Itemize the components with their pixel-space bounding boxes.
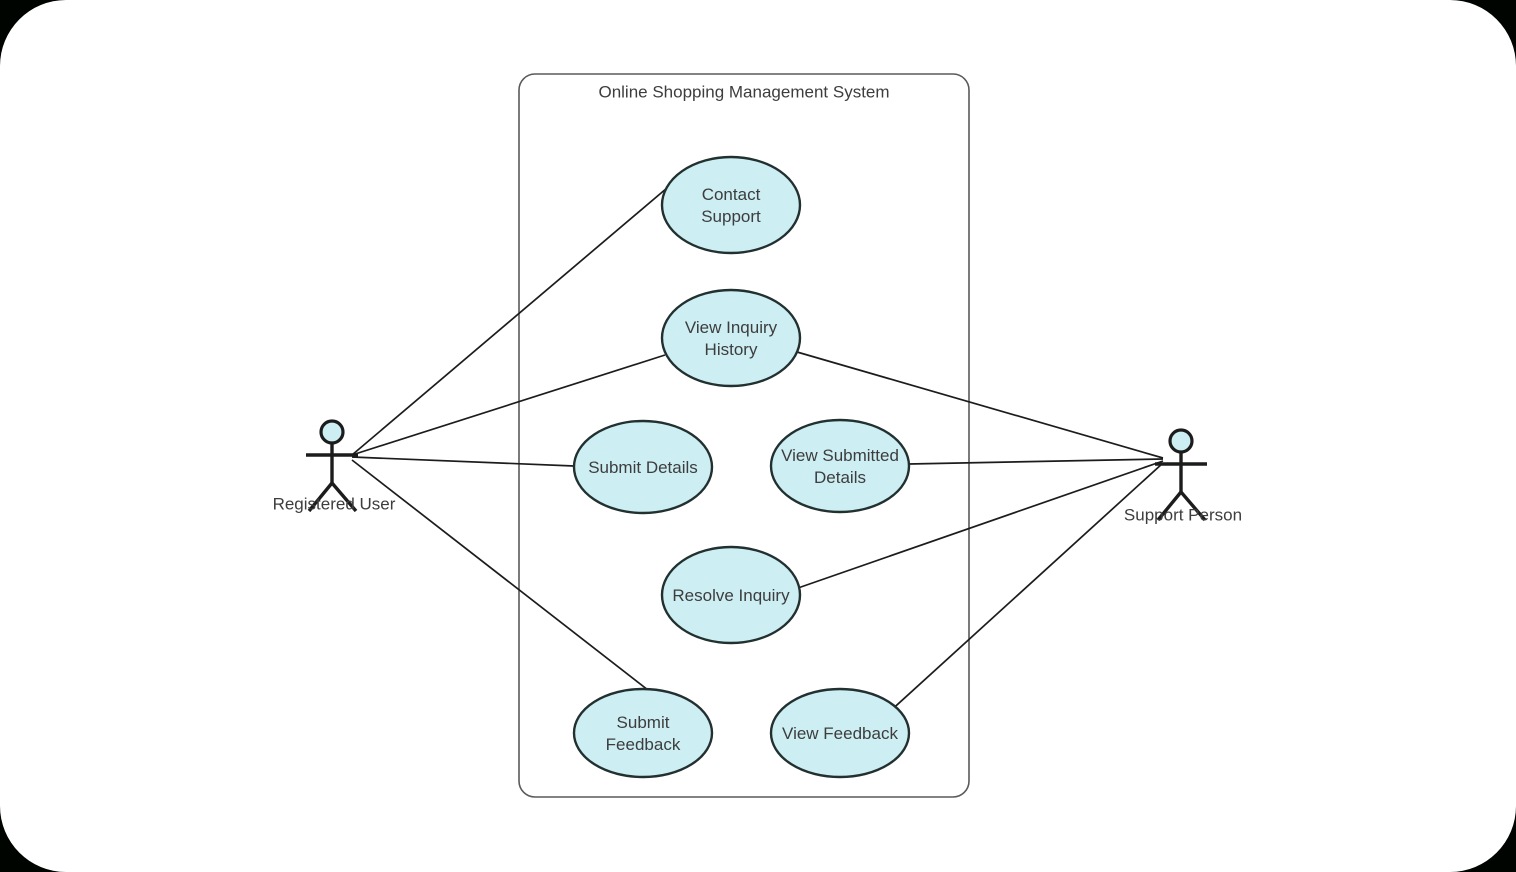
- use-case-label: Submit: [617, 713, 670, 732]
- actor-leg-left: [307, 481, 334, 513]
- system-boundary-title: Online Shopping Management System: [598, 82, 889, 101]
- use-case-label: Support: [701, 207, 761, 226]
- system-boundary: Online Shopping Management System: [518, 73, 970, 798]
- use-case-label: Contact: [702, 185, 761, 204]
- use-case-label: Feedback: [606, 735, 681, 754]
- actor-registered-user[interactable]: Registered User: [273, 419, 396, 513]
- use-case-label: View Feedback: [782, 724, 898, 743]
- association-ru-submit-feedback: [351, 459, 649, 691]
- use-case-ellipse[interactable]: [572, 419, 714, 515]
- use-case-ellipse[interactable]: [769, 418, 911, 514]
- association-lines: [351, 187, 1164, 715]
- actor-leg-right: [330, 481, 358, 513]
- use-case-view-feedback[interactable]: View Feedback: [769, 687, 911, 779]
- association-sp-view-inquiry-history: [796, 351, 1164, 459]
- system-boundary-rect: [518, 73, 970, 798]
- actor-leg-right: [1179, 490, 1207, 522]
- association-ru-submit-details: [351, 456, 575, 467]
- actor-head-icon: [1168, 428, 1194, 454]
- association-sp-resolve-inquiry: [797, 460, 1164, 589]
- actor-head-icon: [319, 419, 345, 445]
- use-case-label: History: [705, 340, 758, 359]
- association-ru-view-inquiry-history: [351, 354, 666, 456]
- use-case-ellipse[interactable]: [572, 687, 714, 779]
- use-case-label: Details: [814, 468, 866, 487]
- use-case-label: Submit Details: [588, 458, 698, 477]
- use-case-label: Resolve Inquiry: [672, 586, 790, 605]
- actor-leg-left: [1156, 490, 1183, 522]
- use-case-resolve-inquiry[interactable]: Resolve Inquiry: [660, 545, 802, 645]
- actor-support-person[interactable]: Support Person: [1124, 428, 1242, 524]
- use-case-label: View Submitted: [781, 446, 899, 465]
- use-case-ellipse[interactable]: [660, 545, 802, 645]
- association-sp-view-submitted-details: [908, 458, 1164, 465]
- use-case-label: View Inquiry: [685, 318, 778, 337]
- use-case-ellipse[interactable]: [769, 687, 911, 779]
- use-case-submit-details[interactable]: Submit Details: [572, 419, 714, 515]
- actor-label: Registered User: [273, 494, 396, 513]
- association-ru-contact-support: [351, 187, 668, 456]
- actor-label: Support Person: [1124, 505, 1242, 524]
- use-case-ellipse[interactable]: [660, 155, 802, 255]
- use-case-ellipse[interactable]: [660, 288, 802, 388]
- association-sp-view-feedback: [886, 462, 1164, 715]
